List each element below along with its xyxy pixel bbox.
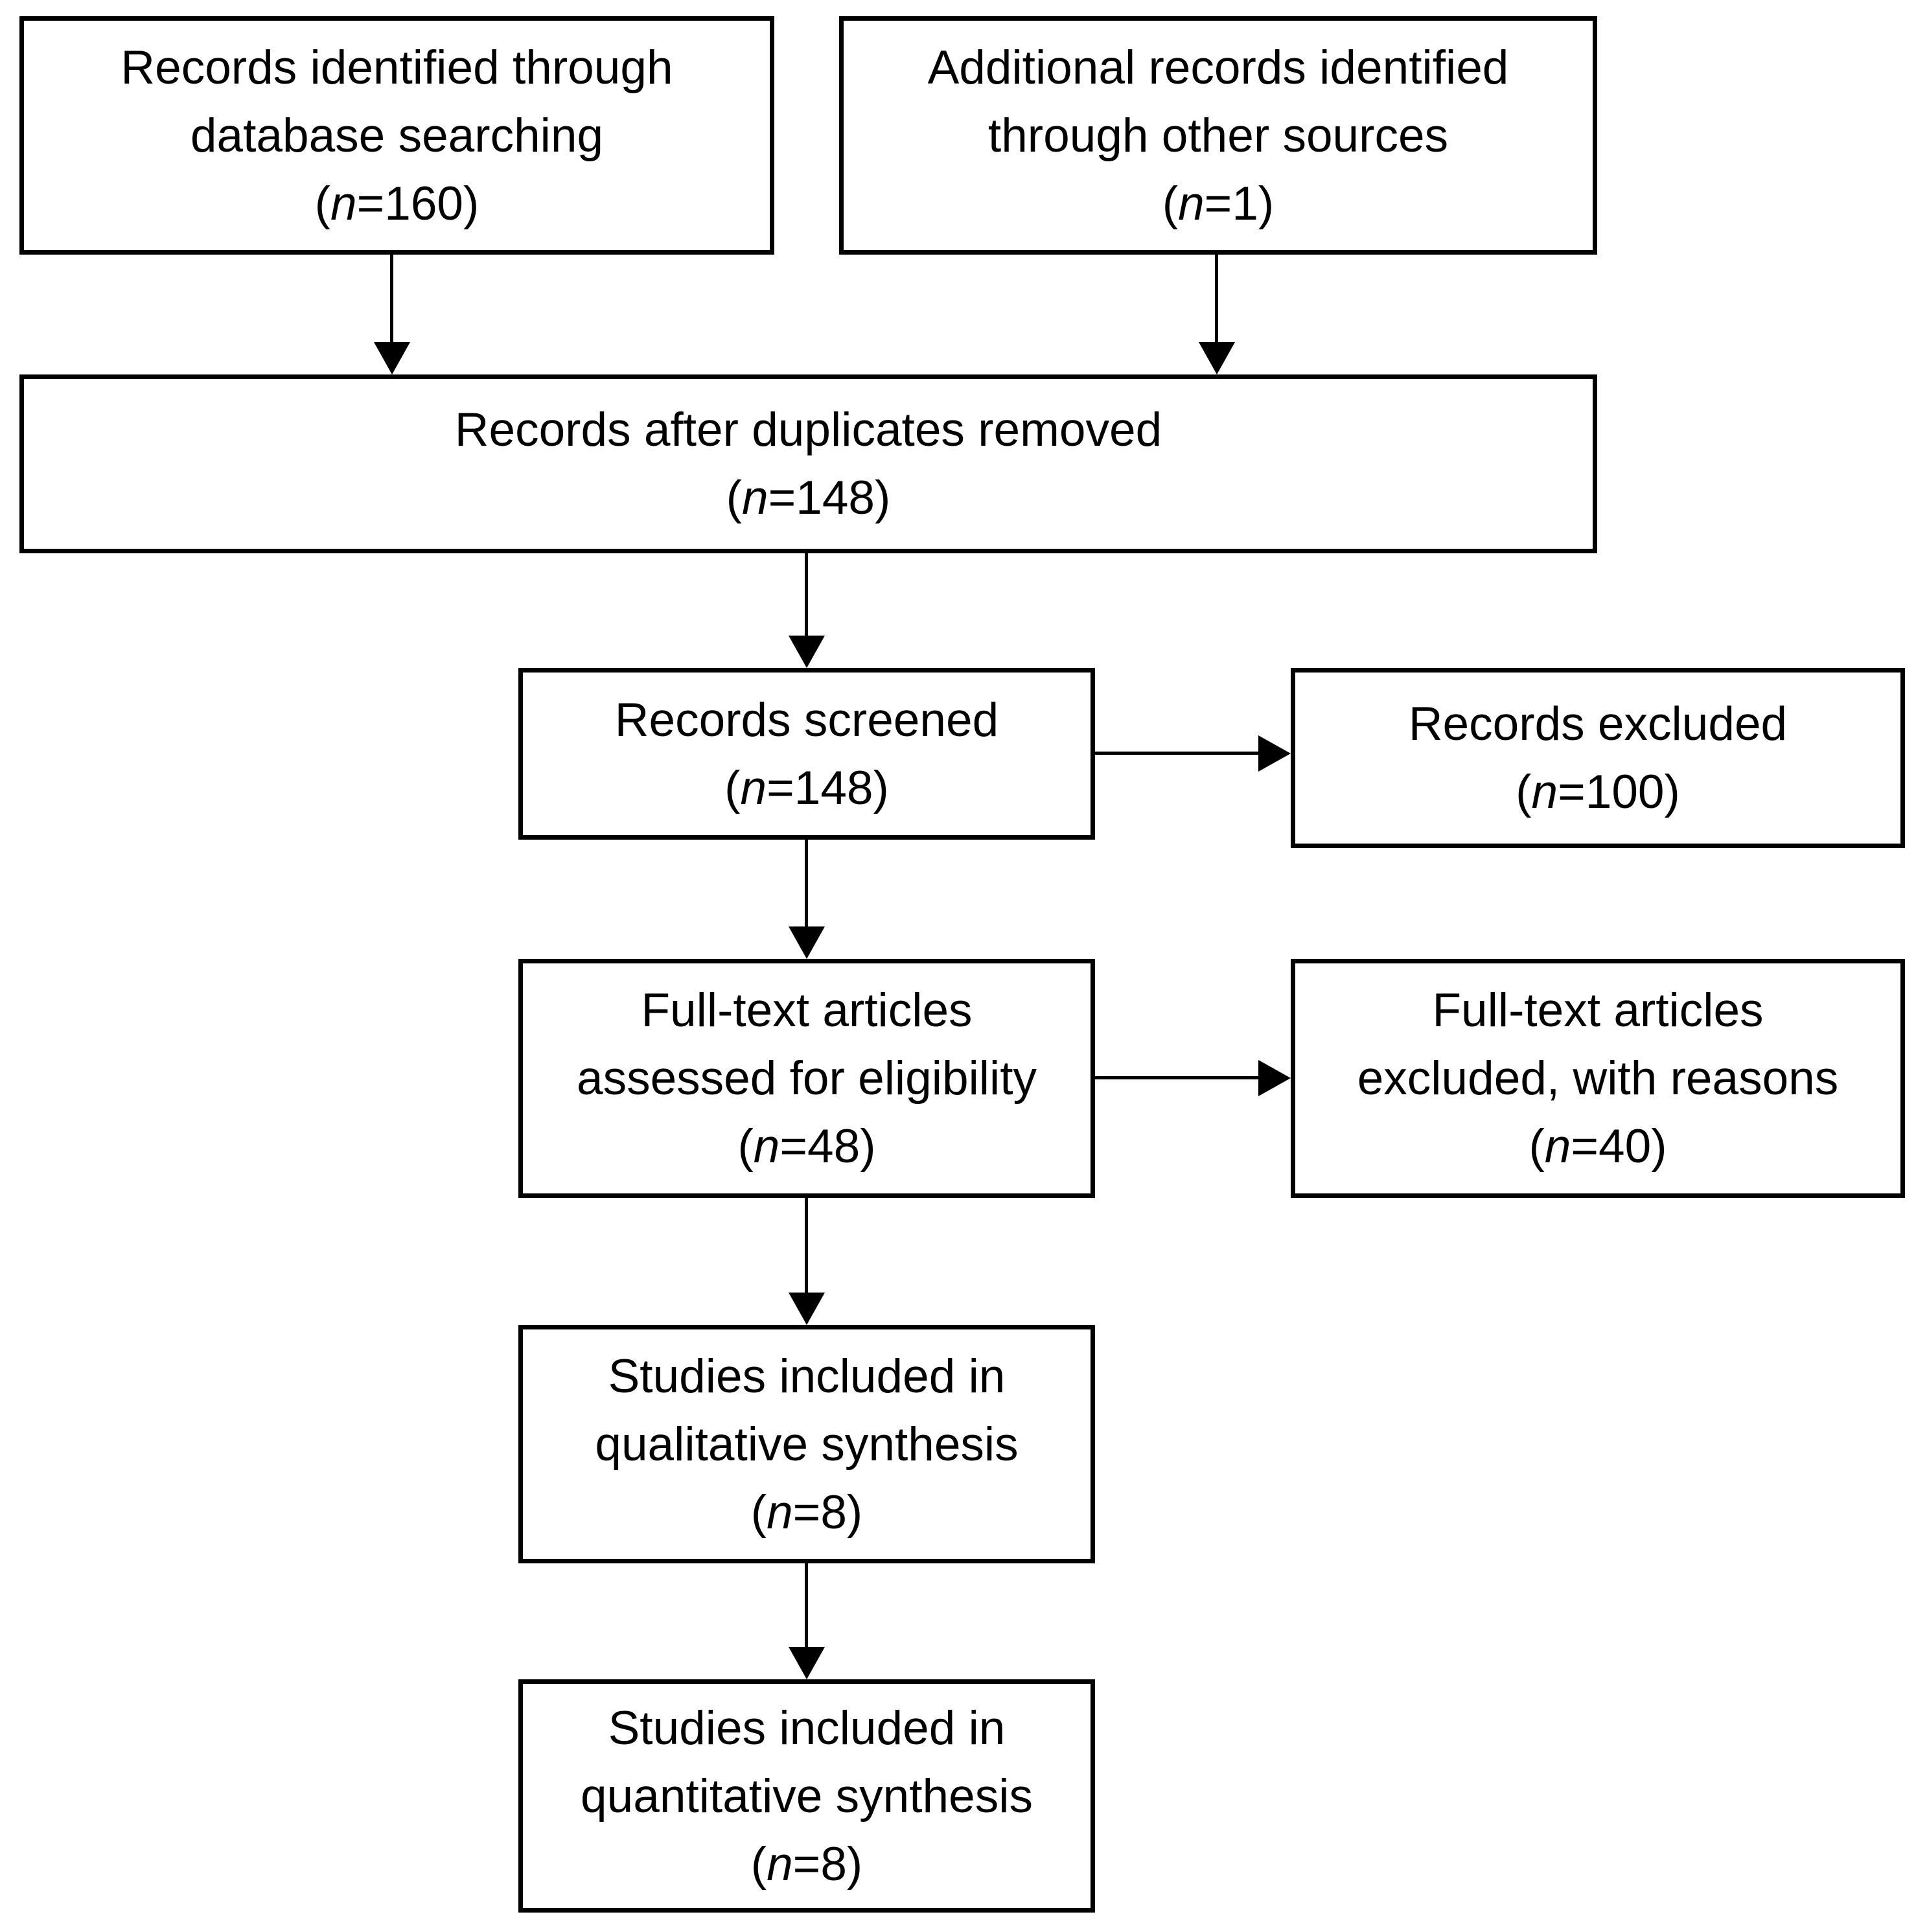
- box-label-line: qualitative synthesis: [595, 1418, 1019, 1471]
- box-label-line: Records identified through: [121, 41, 673, 94]
- box-count: (n=48): [737, 1112, 875, 1180]
- box-count: (n=8): [751, 1478, 862, 1547]
- count-value: 100: [1585, 766, 1665, 818]
- box-count: (n=8): [751, 1830, 862, 1898]
- arrow-shaft: [390, 254, 393, 342]
- count-value: 148: [794, 761, 873, 814]
- count-value: 40: [1599, 1120, 1652, 1173]
- box-count: (n=1): [1162, 170, 1274, 238]
- n-symbol: n: [767, 1486, 793, 1539]
- count-equals: =: [1558, 766, 1586, 818]
- box-fulltext-excluded: Full-text articles excluded, with reason…: [1291, 959, 1905, 1198]
- box-count: (n=100): [1516, 758, 1680, 826]
- arrowhead-down-icon: [789, 1293, 825, 1325]
- count-close-paren: ): [846, 1837, 863, 1891]
- box-label-line: Studies included in: [608, 1701, 1006, 1754]
- box-label-line: Records after duplicates removed: [454, 404, 1162, 456]
- arrowhead-down-icon: [374, 342, 410, 374]
- count-equals: =: [779, 1120, 808, 1173]
- box-label-line: assessed for eligibility: [576, 1052, 1037, 1105]
- arrow-shaft: [805, 839, 808, 926]
- count-value: 160: [384, 177, 464, 230]
- count-open-paren: (: [1516, 766, 1532, 818]
- n-symbol: n: [741, 472, 768, 524]
- box-label-line: Records excluded: [1408, 698, 1788, 750]
- count-equals: =: [1204, 177, 1232, 230]
- count-equals: =: [768, 472, 796, 524]
- count-open-paren: (: [737, 1120, 754, 1173]
- box-fulltext-assessed: Full-text articles assessed for eligibil…: [518, 959, 1095, 1198]
- n-symbol: n: [767, 1837, 793, 1891]
- count-close-paren: ): [873, 761, 889, 814]
- arrowhead-right-icon: [1258, 1060, 1291, 1096]
- box-additional-records: Additional records identified through ot…: [839, 16, 1597, 255]
- arrow-shaft: [805, 1563, 808, 1647]
- arrow-shaft: [1095, 752, 1260, 755]
- count-value: 148: [796, 472, 875, 524]
- box-label-line: Studies included in: [608, 1350, 1006, 1403]
- box-qualitative-included: Studies included in qualitative synthesi…: [518, 1325, 1095, 1563]
- box-count: (n=148): [724, 754, 889, 822]
- box-label-line: excluded, with reasons: [1357, 1052, 1839, 1105]
- count-value: 8: [820, 1837, 847, 1891]
- arrowhead-down-icon: [789, 636, 825, 668]
- box-quantitative-included: Studies included in quantitative synthes…: [518, 1679, 1095, 1913]
- box-count: (n=160): [315, 170, 479, 238]
- n-symbol: n: [1178, 177, 1205, 230]
- count-open-paren: (: [314, 177, 330, 230]
- box-count: (n=148): [726, 464, 891, 532]
- count-equals: =: [792, 1486, 821, 1539]
- count-close-paren: ): [846, 1486, 863, 1539]
- count-equals: =: [767, 761, 794, 814]
- box-records-screened: Records screened (n=148): [518, 668, 1095, 840]
- count-close-paren: ): [860, 1120, 876, 1173]
- n-symbol: n: [753, 1120, 780, 1173]
- arrow-shaft: [805, 1197, 808, 1293]
- arrowhead-down-icon: [789, 1647, 825, 1679]
- box-label-line: quantitative synthesis: [581, 1769, 1033, 1823]
- n-symbol: n: [330, 177, 357, 230]
- box-count: (n=40): [1529, 1112, 1667, 1180]
- box-records-excluded: Records excluded (n=100): [1291, 668, 1905, 848]
- count-value: 48: [807, 1120, 860, 1173]
- box-label-line: Full-text articles: [641, 984, 973, 1037]
- box-label-line: Full-text articles: [1432, 984, 1764, 1037]
- count-value: 1: [1232, 177, 1258, 230]
- n-symbol: n: [1544, 1120, 1571, 1173]
- box-records-identified: Records identified through database sear…: [19, 16, 774, 255]
- count-equals: =: [356, 177, 385, 230]
- box-label-line: through other sources: [987, 109, 1449, 162]
- arrow-shaft: [1095, 1076, 1260, 1079]
- arrowhead-down-icon: [789, 926, 825, 959]
- box-after-duplicates: Records after duplicates removed (n=148): [19, 374, 1597, 553]
- count-open-paren: (: [1162, 177, 1179, 230]
- count-open-paren: (: [750, 1837, 767, 1891]
- box-label-line: database searching: [190, 109, 604, 162]
- arrow-shaft: [1215, 254, 1218, 342]
- count-close-paren: ): [1258, 177, 1275, 230]
- box-label-line: Additional records identified: [927, 41, 1509, 94]
- arrowhead-right-icon: [1258, 735, 1291, 772]
- count-equals: =: [792, 1837, 821, 1891]
- count-close-paren: ): [463, 177, 479, 230]
- arrowhead-down-icon: [1199, 342, 1235, 374]
- count-close-paren: ): [1664, 766, 1680, 818]
- count-open-paren: (: [724, 761, 741, 814]
- count-open-paren: (: [1529, 1120, 1545, 1173]
- arrow-shaft: [805, 553, 808, 636]
- count-value: 8: [820, 1486, 847, 1539]
- box-label-line: Records screened: [614, 693, 999, 746]
- count-equals: =: [1571, 1120, 1599, 1173]
- count-open-paren: (: [750, 1486, 767, 1539]
- count-close-paren: ): [875, 472, 891, 524]
- count-open-paren: (: [726, 472, 742, 524]
- n-symbol: n: [740, 761, 767, 814]
- count-close-paren: ): [1651, 1120, 1667, 1173]
- n-symbol: n: [1531, 766, 1558, 818]
